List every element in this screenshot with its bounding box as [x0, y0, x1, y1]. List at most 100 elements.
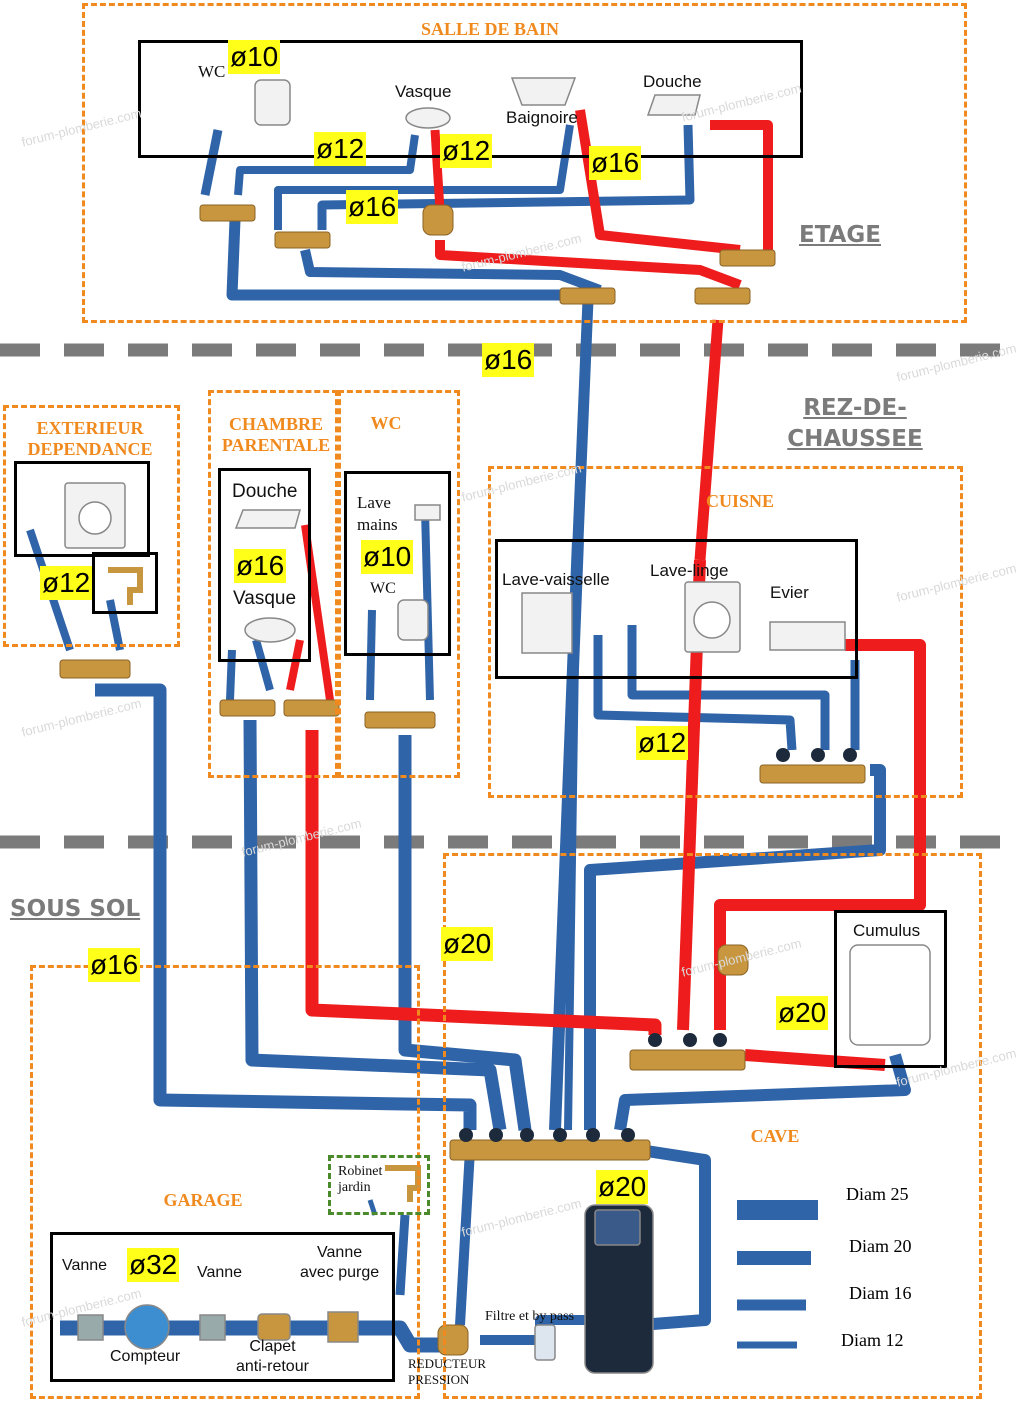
label-lave-linge: Lave-linge: [650, 561, 729, 580]
wc-sdb-drawing: [254, 79, 291, 126]
label-baignoire: Baignoire: [506, 108, 578, 127]
zone-title-garage: GARAGE: [163, 1190, 243, 1210]
zone-title-exterieur: EXTERIEUR DEPENDANCE: [27, 418, 153, 459]
zone-title-salle-de-bain: SALLE DE BAIN: [420, 19, 560, 39]
vanne1-drawing: [77, 1314, 104, 1341]
diameter-label: ø16: [234, 549, 287, 583]
label-vanne2: Vanne: [197, 1264, 243, 1281]
label-filtre: Filtre et by pass: [485, 1309, 575, 1324]
cumulus-drawing: [849, 944, 931, 1046]
filtre-drawing: [534, 1324, 556, 1361]
label-vanne1: Vanne: [62, 1257, 108, 1274]
label-wc-sdb: WC: [198, 62, 226, 81]
diameter-label: ø12: [440, 134, 493, 168]
label-clapet: Clapet anti-retour: [236, 1338, 309, 1375]
zone-garage: [30, 965, 420, 1399]
legend-label-25: Diam 25: [846, 1184, 909, 1204]
tee-ext: [59, 659, 131, 679]
douche-ch-drawing: [234, 509, 301, 529]
manifold-cuisine: [759, 764, 866, 784]
vasque-ch-drawing: [244, 617, 296, 643]
level-sous-sol: SOUS SOL: [10, 896, 141, 922]
tee-etage-2: [274, 231, 331, 249]
zone-title-wc: WC: [370, 413, 402, 433]
zone-title-cuisine: CUISNE: [705, 491, 775, 511]
label-douche-sdb: Douche: [643, 72, 702, 91]
diameter-label: ø16: [589, 146, 642, 180]
label-wc-rdc: WC: [370, 580, 396, 597]
box-garage-compteur: [50, 1232, 395, 1382]
level-rdc: REZ-DE- CHAUSSEE: [787, 395, 923, 452]
tee-etage-3: [559, 287, 616, 305]
tee-etage-1: [199, 204, 256, 222]
label-vasque-sdb: Vasque: [395, 82, 452, 101]
vanne-purge-drawing: [327, 1311, 359, 1343]
zone-robinet-jardin: [328, 1155, 430, 1215]
diameter-label: ø32: [127, 1248, 180, 1282]
diameter-label: ø16: [88, 948, 141, 982]
legend-label-20: Diam 20: [849, 1236, 912, 1256]
box-exterieur-robinet: [92, 552, 158, 614]
label-lave-vaisselle: Lave-vaisselle: [502, 570, 610, 589]
robinet-ext-drawing: [108, 567, 143, 605]
hot-pipes-etage: [430, 109, 773, 561]
legend-label-16: Diam 16: [849, 1283, 912, 1303]
zone-title-cave: CAVE: [750, 1126, 800, 1146]
zone-salle-de-bain: [82, 3, 967, 323]
diameter-label: ø10: [228, 40, 281, 74]
label-vanne-purge: Vanne avec purge: [300, 1244, 380, 1281]
box-wc-rdc: [344, 471, 451, 656]
label-cumulus: Cumulus: [853, 921, 921, 940]
valves: [459, 748, 857, 1142]
diameter-label: ø20: [441, 927, 494, 961]
label-compteur: Compteur: [110, 1348, 181, 1365]
zone-cave: [443, 853, 982, 1399]
diameter-label: ø20: [596, 1170, 649, 1204]
diameter-label: ø20: [776, 996, 829, 1030]
reducer-cumulus: [717, 944, 749, 976]
legend-lines: [737, 1200, 818, 1349]
diameter-label: ø12: [40, 566, 93, 600]
zone-chambre: [208, 390, 338, 778]
cold-pipes-sous-sol: [60, 1144, 711, 1353]
zone-wc: [338, 390, 460, 778]
vanne2-drawing: [199, 1314, 226, 1341]
vasque-sdb-drawing: [405, 107, 451, 129]
reducer-etage: [422, 204, 454, 236]
tee-etage-5: [694, 287, 751, 305]
zone-title-chambre: CHAMBRE PARENTALE: [221, 414, 331, 455]
box-chambre: [218, 468, 311, 662]
zone-exterieur: [3, 405, 180, 647]
lave-vaisselle-drawing: [521, 592, 573, 654]
manifold-hot: [629, 1049, 746, 1071]
diameter-label: ø16: [346, 190, 399, 224]
wc-rdc-drawing: [397, 599, 429, 641]
lave-mains-drawing: [414, 504, 441, 521]
compteur-drawing: [124, 1304, 170, 1350]
label-evier: Evier: [770, 583, 809, 602]
label-lave-mains: Lave mains: [357, 493, 398, 534]
baignoire-drawing: [510, 77, 577, 106]
clapet-drawing: [257, 1313, 291, 1341]
tee-chambre-1: [219, 699, 276, 717]
evier-drawing: [769, 621, 846, 651]
manifolds: [59, 204, 866, 1356]
diameter-label: ø12: [636, 726, 689, 760]
adoucisseur-drawing: [584, 1204, 654, 1374]
douche-sdb-drawing: [646, 94, 701, 116]
legend-label-12: Diam 12: [841, 1330, 904, 1350]
fixture-drawings: [64, 77, 931, 1374]
label-douche-ch: Douche: [232, 481, 298, 502]
label-robinet-jardin: Robinet jardin: [338, 1164, 383, 1195]
box-exterieur-lave-linge: [14, 461, 150, 557]
tee-etage-4: [719, 249, 776, 267]
tee-wc: [364, 711, 436, 729]
diameter-label: ø12: [314, 132, 367, 166]
label-vasque-ch: Vasque: [233, 588, 297, 609]
box-cumulus: [834, 910, 947, 1068]
diameter-label: ø16: [482, 343, 535, 377]
label-reducteur: REDUCTEUR PRESSION: [408, 1356, 486, 1387]
zone-cuisine: [488, 466, 963, 798]
